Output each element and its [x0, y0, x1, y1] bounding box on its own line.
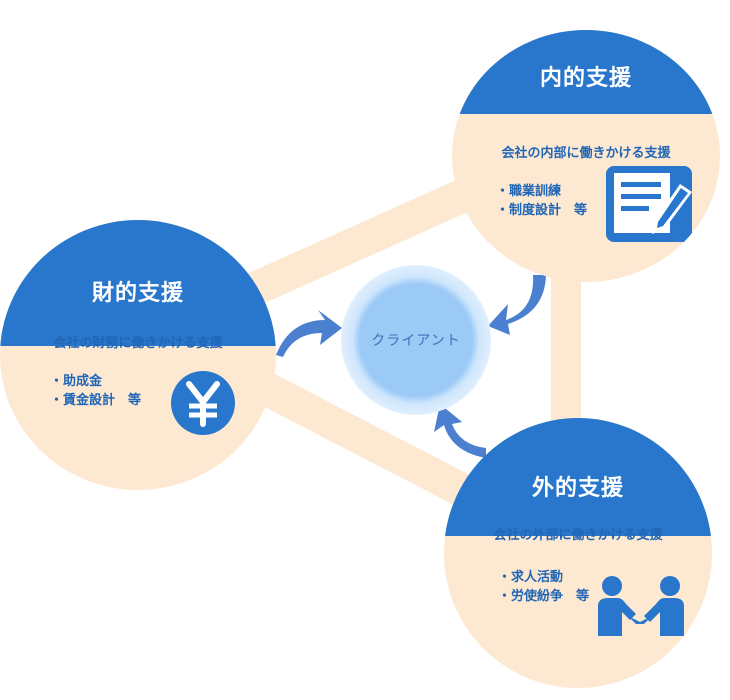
list-item: ・制度設計 等	[496, 203, 588, 218]
node-internal-support: 内的支援 会社の内部に働きかける支援 ・職業訓練 ・制度設計 等	[452, 30, 720, 282]
node-internal-subtitle: 会社の内部に働きかける支援	[501, 146, 671, 161]
list-item: ・職業訓練	[496, 184, 562, 199]
node-external-support: 外的支援 会社の外部に働きかける支援 ・求人活動 ・労使紛争 等	[444, 418, 712, 688]
arrow-from-internal	[488, 275, 546, 335]
node-financial-items: ・助成金 ・賃金設計 等	[50, 372, 141, 410]
list-item: ・労使紛争 等	[498, 589, 590, 604]
node-financial-title-bar: 財的支援	[0, 220, 276, 346]
node-financial-support: 財的支援 会社の財務に働きかける支援 ・助成金 ・賃金設計 等	[0, 220, 276, 490]
client-node: クライアント	[341, 265, 491, 415]
node-internal-title: 内的支援	[539, 66, 632, 91]
node-external-items: ・求人活動 ・労使紛争 等	[498, 568, 589, 606]
handshake-icon	[592, 576, 688, 640]
arrow-from-financial	[276, 310, 342, 357]
node-internal-items: ・職業訓練 ・制度設計 等	[496, 182, 587, 220]
list-item: ・賃金設計 等	[50, 393, 142, 408]
client-label: クライアント	[371, 333, 461, 349]
node-financial-subtitle: 会社の財務に働きかける支援	[53, 336, 223, 351]
node-internal-title-bar: 内的支援	[452, 30, 720, 114]
document-pencil-icon	[602, 162, 698, 250]
yen-coin-icon	[170, 370, 236, 440]
list-item: ・求人活動	[498, 570, 564, 585]
node-financial-title: 財的支援	[91, 281, 184, 306]
arrow-from-external	[434, 404, 486, 458]
node-external-title: 外的支援	[531, 476, 624, 501]
node-external-subtitle: 会社の外部に働きかける支援	[493, 528, 663, 543]
node-external-title-bar: 外的支援	[444, 418, 712, 536]
list-item: ・助成金	[50, 374, 103, 389]
